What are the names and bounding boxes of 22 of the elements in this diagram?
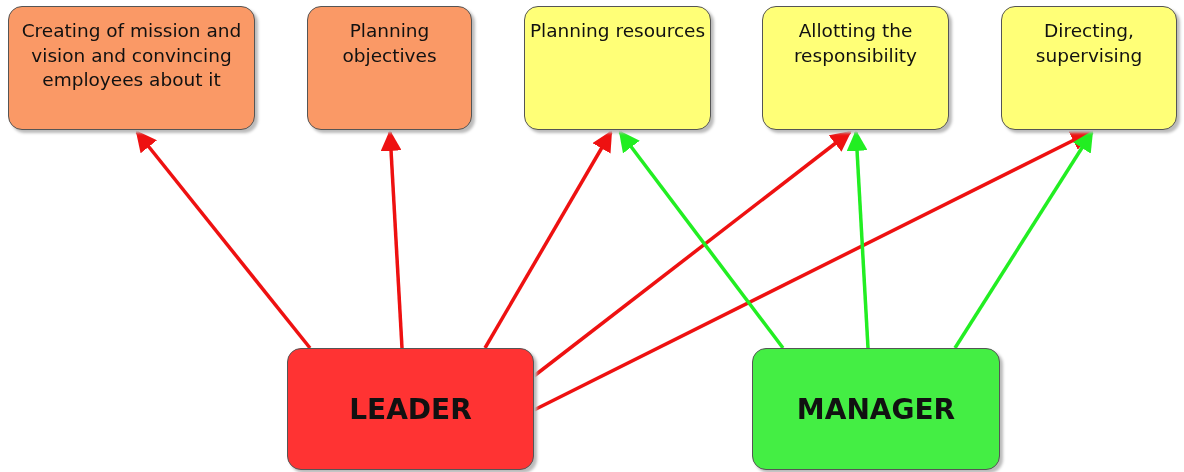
box-label: MANAGER [796, 392, 956, 426]
arrow [135, 130, 312, 350]
arrow [483, 130, 613, 349]
box-label: Allotting the responsibility [792, 19, 919, 68]
box-label: Planning objectives [341, 19, 438, 68]
box-label: Creating of mission and vision and convincing employees about it [20, 19, 243, 92]
arrow [533, 130, 1092, 412]
box-label: LEADER [349, 392, 472, 426]
task-box [307, 6, 472, 130]
arrow [846, 129, 870, 349]
arrow [532, 130, 852, 378]
task-box [762, 6, 949, 130]
task-box [524, 6, 711, 130]
arrow [618, 130, 785, 350]
role-box [287, 348, 534, 470]
box-label: Directing, supervising [1034, 19, 1144, 68]
arrow [380, 129, 404, 349]
task-box [1001, 6, 1177, 130]
arrow [953, 130, 1094, 349]
task-box [8, 6, 255, 130]
role-box [752, 348, 1000, 470]
box-label: Planning resources [529, 19, 706, 43]
